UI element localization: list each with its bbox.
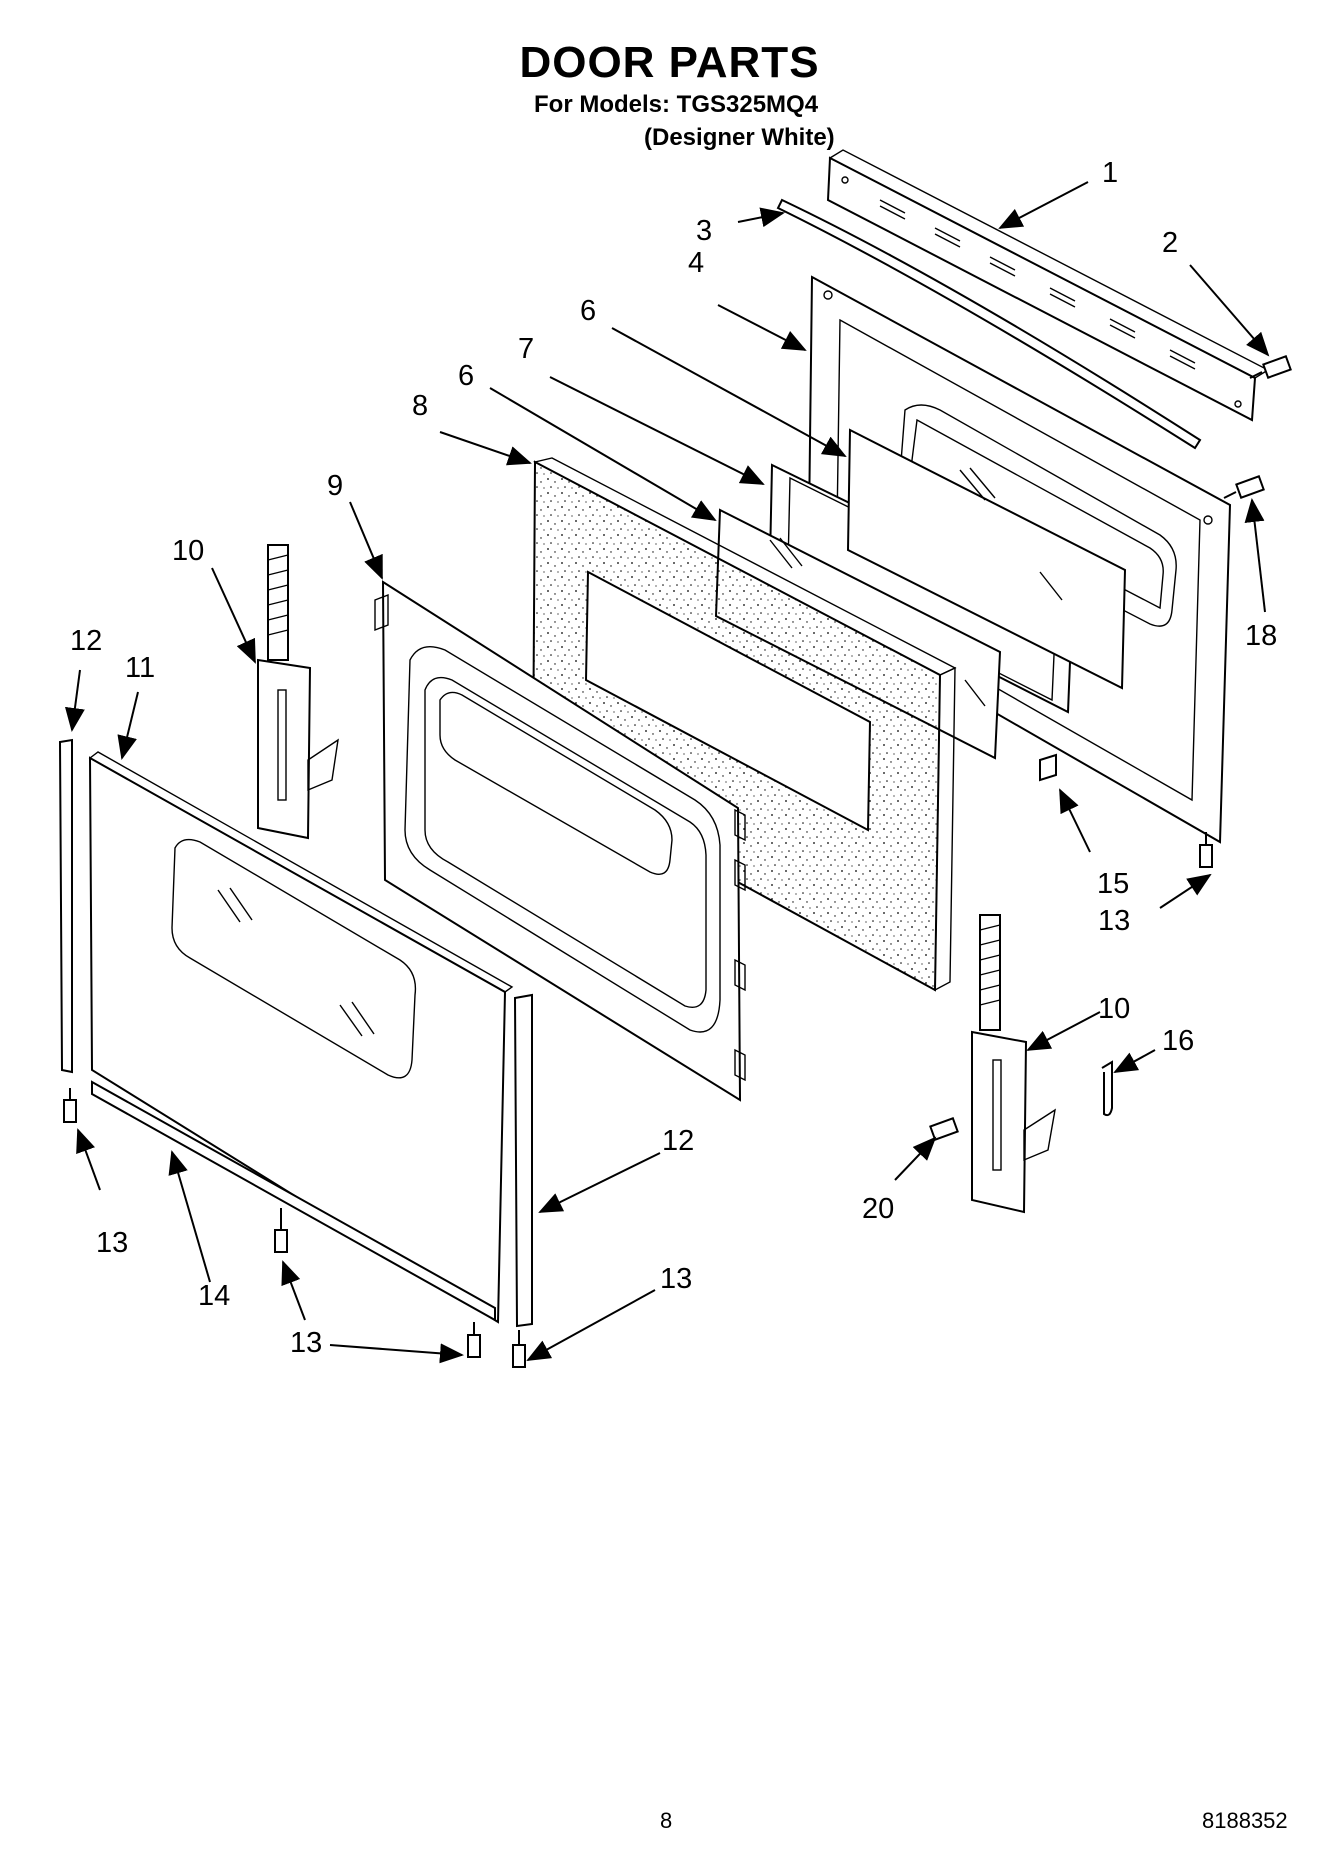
callout-13-right: 13 [1098, 905, 1130, 937]
models-line: For Models: TGS325MQ4 [534, 91, 819, 118]
callout-2: 2 [1162, 227, 1178, 259]
page-number: 8 [660, 1808, 673, 1833]
glass-panel-upper [846, 428, 1127, 690]
callout-1: 1 [1102, 157, 1118, 189]
callout-13-bottom: 13 [290, 1327, 322, 1359]
screw-part-13-a [1199, 832, 1213, 868]
callout-13-bottom-right: 13 [660, 1263, 692, 1295]
callout-15: 15 [1097, 868, 1129, 900]
page-title: DOOR PARTS [519, 38, 820, 87]
callout-9: 9 [327, 470, 343, 502]
callout-16: 16 [1162, 1025, 1194, 1057]
callout-4: 4 [688, 247, 704, 279]
callout-8: 8 [412, 390, 428, 422]
outer-door-panel-part [88, 751, 514, 1324]
screw-part-2 [1249, 355, 1292, 379]
callout-12-left: 12 [70, 625, 102, 657]
door-handle-part [776, 198, 1202, 450]
callout-14: 14 [198, 1280, 230, 1312]
callout-10-left: 10 [172, 535, 204, 567]
spring-part-16 [1101, 1060, 1113, 1117]
callout-13-left: 13 [96, 1227, 128, 1259]
document-number: 8188352 [1202, 1808, 1288, 1833]
hinge-right [971, 914, 1056, 1214]
leader-lines [64, 181, 1270, 1364]
side-trim-right [513, 993, 533, 1328]
callout-7: 7 [518, 333, 534, 365]
clip-part-15 [1039, 753, 1057, 782]
callout-10-right: 10 [1098, 993, 1130, 1025]
callout-labels: 1 2 3 4 6 7 6 8 9 10 12 11 18 15 13 10 1… [70, 157, 1277, 1359]
door-inner-panel-part [374, 580, 746, 1102]
screw-part-13-c [274, 1208, 288, 1253]
callout-12-right: 12 [662, 1125, 694, 1157]
vent-trim-part [826, 149, 1270, 422]
callout-3: 3 [696, 215, 712, 247]
side-trim-left [58, 738, 73, 1074]
screw-part-13-e [512, 1330, 526, 1368]
callout-6-upper: 6 [580, 295, 596, 327]
callout-6-lower: 6 [458, 360, 474, 392]
screw-part-20 [929, 1117, 959, 1141]
bottom-trim-part [91, 1080, 496, 1322]
color-line: (Designer White) [644, 124, 835, 151]
screw-part-18 [1223, 475, 1265, 499]
callout-11: 11 [125, 652, 155, 684]
hinge-left [257, 544, 339, 840]
callout-20: 20 [862, 1193, 894, 1225]
screw-part-13-d [467, 1322, 481, 1358]
insulation-part [531, 457, 957, 992]
screw-part-13-b [63, 1088, 77, 1123]
callout-18: 18 [1245, 620, 1277, 652]
